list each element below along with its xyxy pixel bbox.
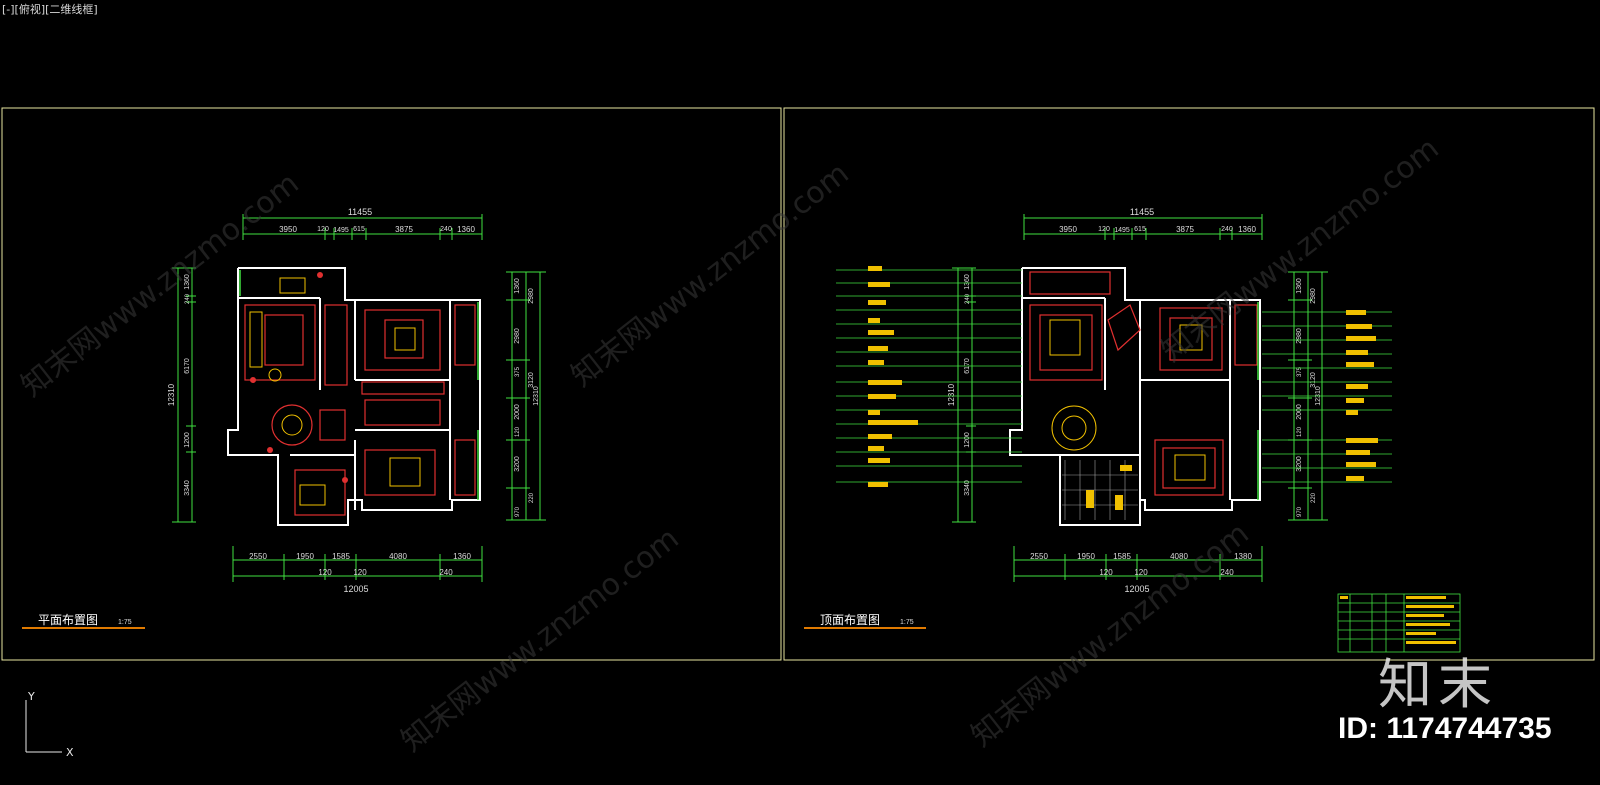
right-dim: 2980 (514, 328, 521, 344)
top-dim: 120 (317, 226, 329, 233)
right-dim: 1360 (1296, 278, 1303, 294)
floor-plan-sheet: 11455 3950 120 1495 615 3875 240 1360 12… (22, 207, 546, 629)
sheet-title: 顶面布置图 (820, 613, 880, 627)
right-total-dim: 12310 (533, 386, 540, 406)
left-dim: 1200 (184, 432, 191, 448)
right-dim: 375 (515, 366, 521, 377)
right-dim: 375 (1297, 366, 1303, 377)
right-dim: 970 (1297, 506, 1303, 517)
layout-frame-left (1, 107, 782, 661)
bottom-sub-dim: 240 (439, 568, 453, 577)
top-dim: 120 (1098, 226, 1110, 233)
right-dim: 220 (529, 492, 535, 503)
left-dim: 3340 (964, 480, 971, 496)
left-dim: 240 (185, 293, 191, 304)
right-dim: 120 (1297, 426, 1303, 437)
left-dim: 1360 (964, 274, 971, 290)
left-dim: 3340 (184, 480, 191, 496)
bottom-total-dim: 12005 (343, 584, 368, 594)
bottom-dim: 4080 (1170, 552, 1188, 561)
bottom-dim: 1360 (453, 552, 471, 561)
bottom-sub-dim: 120 (353, 568, 367, 577)
top-dim: 1495 (1114, 227, 1130, 234)
left-dim: 240 (965, 293, 971, 304)
right-dim: 3200 (514, 456, 521, 472)
bottom-dim: 1380 (1234, 552, 1252, 561)
top-dim: 615 (353, 226, 365, 233)
bottom-dim: 1950 (1077, 552, 1095, 561)
right-dim: 2000 (514, 404, 521, 420)
brand-logo: 知末 (1378, 653, 1498, 716)
bottom-sub-dim: 120 (1134, 568, 1148, 577)
right-dim: 2980 (1296, 328, 1303, 344)
right-dim: 220 (1311, 492, 1317, 503)
right-dim: 3120 (1310, 372, 1317, 388)
top-dim: 3950 (1059, 225, 1077, 234)
bottom-dim: 2550 (1030, 552, 1048, 561)
viewport-controls[interactable]: [-][俯视][二维线框] (2, 1, 98, 17)
ceiling-plan-sheet: 11455 3950 120 1495 615 3875 240 1360 12… (804, 207, 1461, 653)
right-dim: 2000 (1296, 404, 1303, 420)
top-dim: 240 (440, 226, 452, 233)
legend-table (1337, 593, 1461, 653)
left-dim: 6170 (184, 358, 191, 374)
right-dim: 120 (515, 426, 521, 437)
sheet-scale: 1:75 (118, 619, 132, 626)
top-dim: 1495 (333, 227, 349, 234)
bottom-dim: 4080 (389, 552, 407, 561)
layout-frame-right (783, 107, 1595, 661)
right-dim: 2980 (528, 288, 535, 304)
bottom-dim: 1950 (296, 552, 314, 561)
bottom-dim: 2550 (249, 552, 267, 561)
right-dim: 1360 (514, 278, 521, 294)
top-total-dim: 11455 (1130, 207, 1154, 217)
top-dim: 3875 (395, 225, 413, 234)
top-dim: 3950 (279, 225, 297, 234)
resource-id-label: ID: 1174744735 (1338, 712, 1552, 745)
left-total-dim: 12310 (167, 383, 176, 406)
bottom-dim: 1585 (332, 552, 350, 561)
ucs-x-label: X (66, 746, 74, 759)
top-total-dim: 11455 (348, 207, 372, 217)
top-dim: 3875 (1176, 225, 1194, 234)
top-dim: 615 (1134, 226, 1146, 233)
bottom-sub-dim: 120 (318, 568, 332, 577)
left-dim: 1200 (964, 432, 971, 448)
top-dim: 240 (1221, 226, 1233, 233)
viewport-label[interactable]: [-][俯视][二维线框] (2, 3, 98, 16)
right-dim: 3120 (528, 372, 535, 388)
left-total-dim: 12310 (947, 383, 956, 406)
sheet-title: 平面布置图 (38, 613, 98, 627)
left-dim: 1360 (184, 274, 191, 290)
bottom-sub-dim: 240 (1220, 568, 1234, 577)
sheet-scale: 1:75 (900, 619, 914, 626)
bottom-dim: 1585 (1113, 552, 1131, 561)
bottom-total-dim: 12005 (1124, 584, 1149, 594)
right-dim: 2980 (1310, 288, 1317, 304)
top-dim: 1360 (1238, 225, 1256, 234)
ucs-y-label: Y (27, 690, 35, 703)
right-dim: 3200 (1296, 456, 1303, 472)
bottom-sub-dim: 120 (1099, 568, 1113, 577)
top-dim: 1360 (457, 225, 475, 234)
right-dim: 970 (515, 506, 521, 517)
ucs-axis-icon: Y X (14, 690, 94, 760)
